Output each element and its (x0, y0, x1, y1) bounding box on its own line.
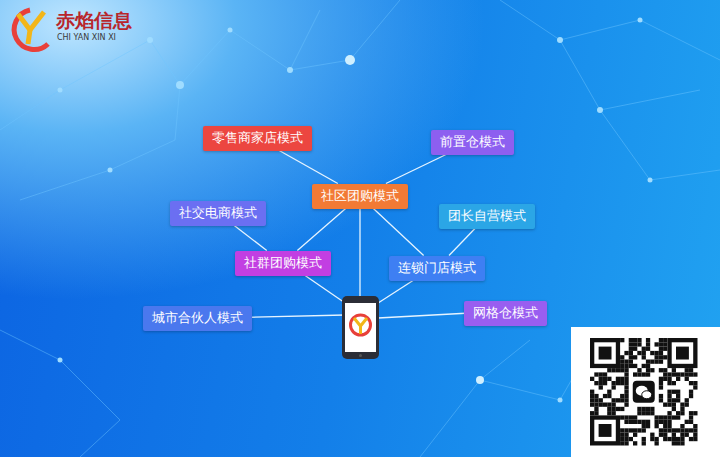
phone-illustration (342, 296, 379, 359)
connector (234, 226, 267, 251)
brand-pinyin: CHI YAN XIN XI (57, 33, 116, 42)
logo-mark (14, 10, 48, 50)
mode-label: 连锁门店模式 (398, 260, 476, 275)
mode-box: 社区团购模式 (312, 184, 408, 209)
mode-box: 零售商家店模式 (203, 126, 312, 151)
connector (279, 151, 338, 184)
mode-label: 零售商家店模式 (212, 130, 303, 145)
mode-label: 社交电商模式 (179, 205, 257, 220)
brand-name: 赤焰信息 (56, 8, 132, 34)
mode-label: 城市合伙人模式 (152, 310, 243, 325)
mode-box: 团长自营模式 (439, 204, 535, 229)
mode-box: 城市合伙人模式 (143, 306, 252, 331)
mode-label: 团长自营模式 (448, 208, 526, 223)
mode-label: 前置仓模式 (440, 134, 505, 149)
connector (373, 209, 423, 256)
connector (297, 209, 345, 251)
mode-box: 社群团购模式 (235, 251, 331, 276)
mode-box: 网格仓模式 (464, 301, 547, 326)
mode-label: 社群团购模式 (244, 255, 322, 270)
mode-box: 连锁门店模式 (389, 256, 485, 281)
connector (386, 155, 446, 184)
mode-box: 前置仓模式 (431, 130, 514, 155)
mode-label: 网格仓模式 (473, 305, 538, 320)
mode-box: 社交电商模式 (170, 201, 266, 226)
qr-code (571, 327, 720, 457)
connector (449, 229, 475, 256)
mode-label: 社区团购模式 (321, 188, 399, 203)
